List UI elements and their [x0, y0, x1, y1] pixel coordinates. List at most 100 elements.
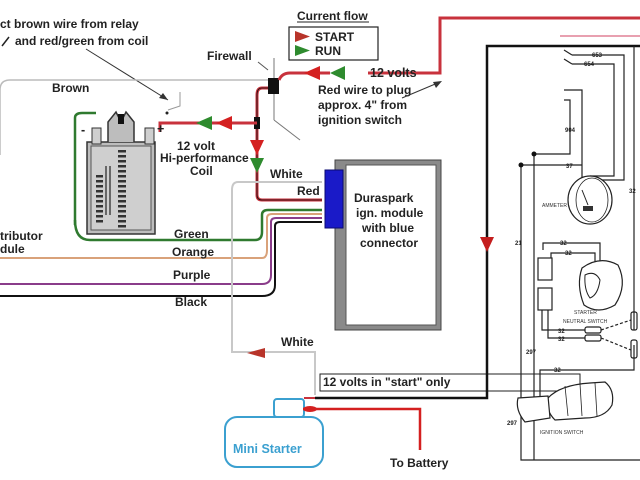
start-arrow-icon: [295, 31, 310, 42]
junction-dot: [518, 162, 524, 168]
coil-winding: [96, 180, 103, 183]
starter-neutral-switch: [578, 260, 623, 311]
mini-starter: Mini Starter: [224, 398, 324, 468]
wire-number: 904: [565, 128, 576, 134]
coil-winding: [96, 200, 103, 203]
firewall-pointer: [257, 61, 269, 71]
coil-winding: [118, 195, 126, 198]
coil-label-2: Hi-performance: [160, 151, 249, 165]
current-flow-legend: Current flow START RUN: [288, 9, 379, 61]
schematic-line: [563, 58, 573, 65]
wire-37-21: [520, 164, 640, 461]
black-wire: [0, 221, 322, 297]
mini-starter-label: Mini Starter: [233, 442, 302, 456]
ignition-coil: - +: [73, 110, 164, 235]
red-wire-note-3: ignition switch: [318, 113, 402, 127]
brown-wire: [0, 79, 270, 155]
coil-winding: [118, 170, 126, 173]
starter-body: [224, 416, 324, 468]
neutral-connector: [537, 287, 553, 311]
start-arrow-icon: [247, 348, 265, 358]
coil-winding: [118, 200, 126, 203]
coil-winding: [96, 215, 103, 218]
wire-654: [572, 63, 615, 177]
relay-note-arrow: [85, 48, 169, 101]
coil-pos-post: [144, 127, 155, 145]
red-feed-wire-2: [277, 71, 330, 81]
legend-start: START: [315, 30, 355, 44]
wire-904: [533, 99, 571, 460]
wire-number: 654: [584, 62, 595, 68]
coil-winding: [96, 175, 103, 178]
duraspark-module: Duraspark ign. module with blue connecto…: [324, 159, 442, 331]
run-arrow-icon: [196, 116, 212, 130]
coil-winding: [96, 205, 103, 208]
dashed-link: [600, 319, 632, 331]
wire-number: 653: [592, 53, 603, 59]
red-wire-note-2: approx. 4" from: [318, 98, 407, 112]
legend-run: RUN: [315, 44, 341, 58]
black-label: Black: [175, 295, 207, 309]
neutral-connector: [537, 257, 553, 281]
plug: [630, 311, 638, 331]
start-arrow-icon: [216, 116, 232, 130]
wire-number: 297: [526, 350, 537, 356]
relay-note-line2: and red/green from coil: [15, 34, 148, 48]
orange-label: Orange: [172, 245, 214, 259]
coil-green-loop: [73, 111, 96, 225]
coil-winding: [118, 190, 126, 193]
red-feed-wire: [368, 16, 640, 75]
relay-note-tick: [1, 36, 10, 47]
wire-numbers: 653 654 904 37 32 21 32 32 32 32 297 32 …: [507, 53, 636, 427]
wire-number: 32: [558, 329, 565, 335]
schematic-line: [564, 89, 583, 205]
firewall-grommet: [268, 78, 279, 94]
orange-wire: [0, 213, 322, 259]
module-label-2: ign. module: [356, 206, 424, 220]
coil-winding: [96, 210, 103, 213]
red-label: Red: [297, 184, 320, 198]
legend-title: Current flow: [297, 9, 368, 23]
relay-note: ct brown wire from relay and red/green f…: [0, 17, 169, 101]
purple-wire: [0, 217, 322, 285]
battery-terminal: [303, 406, 317, 412]
red-wire-note-arrow: [401, 81, 441, 99]
junction-dot: [531, 151, 537, 157]
starter-neutral-label-1: STARTER: [574, 310, 597, 316]
schematic-line: [547, 310, 585, 339]
coil-terminal: [118, 114, 124, 124]
wire-number: 32: [629, 189, 636, 195]
wire-32-b: [550, 252, 596, 262]
run-arrow-icon: [295, 45, 310, 56]
distributor-label-2: dule: [0, 242, 25, 256]
coil-winding: [118, 180, 126, 183]
run-arrow-icon: [250, 158, 264, 173]
coil-winding: [118, 225, 126, 228]
coil-winding: [118, 220, 126, 223]
brown-dot: [165, 111, 169, 115]
coil-plus: +: [157, 122, 164, 136]
coil-winding: [118, 150, 126, 153]
twelve-volts-label: 12 volts: [370, 66, 417, 80]
ammeter: [567, 175, 613, 225]
coil-winding: [118, 155, 126, 158]
schematic-line: [563, 49, 573, 56]
red-wire-note-arrowhead: [433, 81, 442, 88]
red-wire-note-1: Red wire to plug: [318, 83, 411, 97]
module-label-3: with blue: [361, 221, 414, 235]
start-arrow-icon: [250, 140, 264, 155]
plug: [584, 326, 602, 334]
start-arrow-icon: [480, 237, 494, 252]
wire-number: 32: [565, 251, 572, 257]
module-label-4: connector: [360, 236, 418, 250]
white-label-top: White: [270, 167, 303, 181]
firewall-line-slant: [273, 119, 301, 141]
wire-number: 32: [560, 241, 567, 247]
coil-winding: [118, 210, 126, 213]
coil-winding: [96, 190, 103, 193]
dashed-link: [600, 337, 632, 351]
white-wire: [231, 181, 322, 395]
start-black-wire: [315, 44, 640, 400]
wire-number: 21: [515, 241, 522, 247]
green-wire: [73, 208, 322, 242]
